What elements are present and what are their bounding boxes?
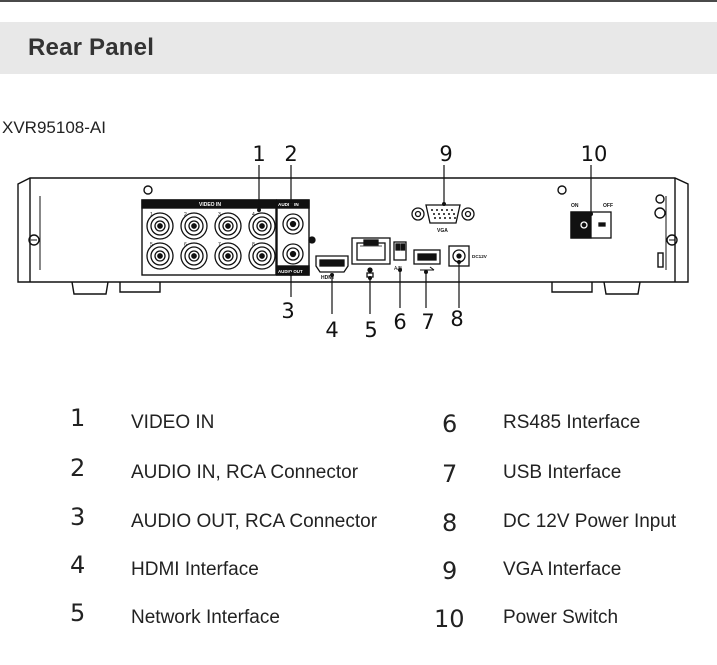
vga-screw-right — [461, 207, 475, 221]
bnc-connector-8 — [248, 242, 276, 270]
screw-right — [666, 234, 678, 246]
screw-left — [28, 234, 40, 246]
callout-2: 2 — [284, 142, 297, 166]
dc-silk: DC12V — [472, 254, 488, 259]
vent-slot — [657, 252, 664, 268]
screw-top-left — [143, 185, 153, 195]
foot-4 — [603, 281, 641, 295]
callout-1: 1 — [252, 142, 265, 166]
bnc-connector-4 — [248, 212, 276, 240]
legend-num-5: 5 — [70, 599, 86, 627]
legend-num-3: 3 — [70, 503, 86, 531]
section-title: Rear Panel — [28, 34, 155, 61]
audio-out-connector — [282, 243, 304, 265]
foot-2 — [119, 282, 161, 293]
ground-terminal — [654, 207, 666, 219]
ch-label-5: 5 — [150, 242, 153, 248]
rear-panel-diagram: VIDEO IN AUDIO IN AUDIO OUT 1 2 3 4 5 6 … — [17, 142, 689, 342]
hdmi-silk: HDMI — [321, 275, 334, 281]
callout-4: 4 — [325, 318, 338, 342]
usb-port — [413, 249, 441, 265]
legend-num-6: 6 — [442, 410, 458, 438]
legend-label-2: AUDIO IN, RCA Connector — [131, 462, 359, 483]
bnc-connector-6 — [180, 242, 208, 270]
legend-label-3: AUDIO OUT, RCA Connector — [131, 511, 378, 532]
callout-7: 7 — [421, 310, 434, 334]
legend-label-8: DC 12V Power Input — [503, 511, 677, 532]
network-port — [351, 237, 391, 265]
legend-num-2: 2 — [70, 454, 86, 482]
audio-in-connector — [282, 213, 304, 235]
legend-num-7: 7 — [442, 460, 458, 488]
rs485-port — [393, 241, 407, 261]
ch-label-8: 8 — [252, 242, 255, 248]
hdmi-port — [315, 255, 349, 273]
vga-port — [425, 204, 461, 224]
legend-num-10: 10 — [434, 605, 465, 633]
screw-top-mid — [557, 185, 567, 195]
legend-num-1: 1 — [70, 404, 86, 432]
legend-label-5: Network Interface — [131, 607, 280, 628]
ch-label-4: 4 — [252, 212, 255, 218]
callout-5: 5 — [364, 318, 377, 342]
vga-screw-left — [411, 207, 425, 221]
bnc-connector-2 — [180, 212, 208, 240]
foot-3 — [551, 282, 593, 293]
bnc-connector-3 — [214, 212, 242, 240]
audio-out-silk: AUDIO OUT — [278, 269, 303, 274]
on-silk: ON — [571, 203, 579, 209]
callout-3: 3 — [281, 299, 294, 323]
ch-label-2: 2 — [184, 212, 187, 218]
ch-label-7: 7 — [218, 242, 221, 248]
off-silk: OFF — [603, 203, 613, 209]
callout-9: 9 — [439, 142, 452, 166]
ch-label-1: 1 — [150, 212, 153, 218]
legend-label-1: VIDEO IN — [131, 412, 215, 433]
legend-label-10: Power Switch — [503, 607, 619, 628]
callout-8: 8 — [450, 307, 463, 331]
ch-label-3: 3 — [218, 212, 221, 218]
screw-ground — [655, 194, 665, 204]
legend-label-4: HDMI Interface — [131, 559, 259, 580]
leader-lines — [258, 165, 592, 314]
legend-num-4: 4 — [70, 551, 86, 579]
legend-label-6: RS485 Interface — [503, 412, 641, 433]
bnc-connector-1 — [146, 212, 174, 240]
bnc-connectors — [146, 212, 276, 270]
section-header: Rear Panel — [0, 22, 717, 74]
ch-label-6: 6 — [184, 242, 187, 248]
legend-label-7: USB Interface — [503, 462, 622, 483]
audio-in-silk: AUDIO IN — [278, 202, 299, 207]
callout-10: 10 — [581, 142, 608, 166]
legend-label-9: VGA Interface — [503, 559, 622, 580]
legend-num-8: 8 — [442, 509, 458, 537]
vga-silk: VGA — [437, 228, 448, 234]
bnc-connector-5 — [146, 242, 174, 270]
bnc-connector-7 — [214, 242, 242, 270]
top-rule — [0, 0, 717, 2]
model-name: XVR95108-AI — [2, 118, 106, 137]
foot-1 — [71, 281, 109, 295]
legend-num-9: 9 — [442, 557, 458, 585]
callout-6: 6 — [393, 310, 406, 334]
video-in-silk: VIDEO IN — [199, 202, 221, 208]
